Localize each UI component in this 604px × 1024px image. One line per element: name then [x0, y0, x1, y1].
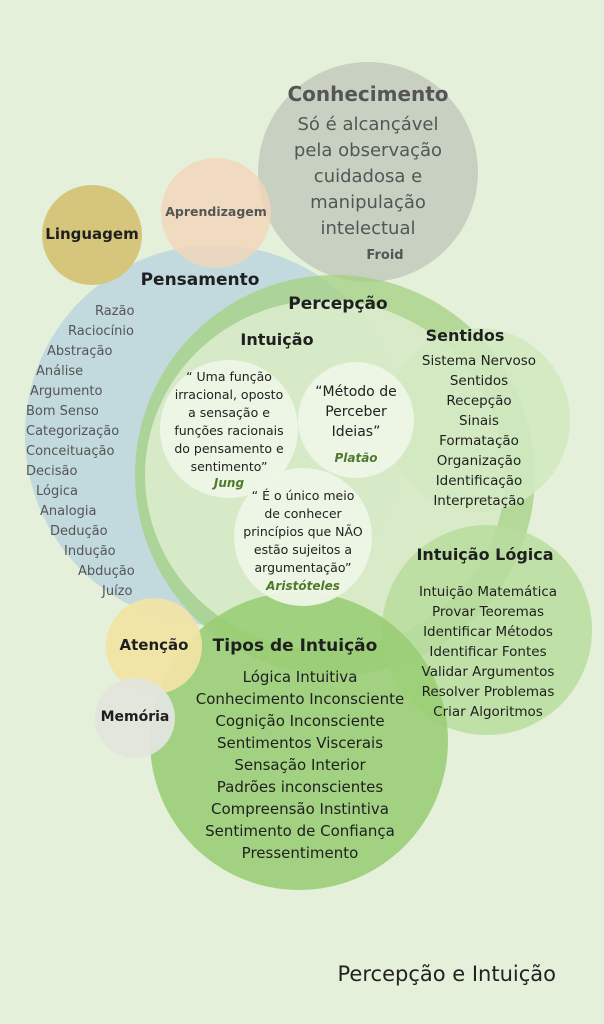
sentidos-list: Sistema Nervoso Sentidos Recepção Sinais… [404, 351, 554, 511]
atencao-circle [106, 598, 202, 694]
intuicao-logica-item: Provar Teoremas [431, 604, 545, 620]
pensamento-item: Bom Senso [26, 404, 99, 419]
quote-aristoteles: “ É o único meio de conhecer princípios … [234, 487, 372, 595]
quote-line: funções racionais [174, 423, 284, 438]
pensamento-item: Indução [64, 544, 116, 559]
pensamento-list: Razão Raciocínio Abstração Análise Argum… [0, 302, 135, 602]
memoria-circle [95, 678, 175, 758]
sentidos-item: Identificação [435, 473, 523, 489]
quote-line: estão sujeitos a [253, 542, 353, 557]
sentidos-item: Sentidos [449, 373, 509, 389]
tipos-item: Sentimento de Confiança [205, 822, 395, 840]
pensamento-item: Argumento [30, 384, 103, 399]
diagram-title: Percepção e Intuição [337, 962, 556, 986]
tipos-item: Padrões inconscientes [216, 778, 384, 796]
aprendizagem-circle [161, 158, 271, 268]
quote-line: sentimento” [190, 459, 268, 474]
quote-line: “ Uma função [186, 369, 272, 384]
quote-line: irracional, oposto [174, 387, 284, 402]
intuicao-logica-list: Intuição Matemática Provar Teoremas Iden… [403, 582, 573, 722]
pensamento-item: Análise [36, 364, 84, 379]
pensamento-item: Lógica [36, 484, 78, 499]
quote-line: argumentação” [254, 560, 352, 575]
intuicao-logica-item: Identificar Métodos [423, 624, 553, 640]
quote-author: Aristóteles [266, 579, 340, 593]
sentidos-item: Organização [436, 453, 522, 469]
tipos-item: Sensação Interior [234, 756, 366, 774]
sentidos-item: Recepção [446, 393, 512, 409]
atencao-label: Atenção [119, 636, 189, 654]
quote-line: Ideias” [331, 424, 381, 440]
tipos-item: Conhecimento Inconsciente [195, 690, 405, 708]
intuicao-title: Intuição [240, 330, 314, 349]
text-line: cuidadosa e [313, 166, 423, 187]
intuicao-logica-title: Intuição Lógica [416, 545, 554, 564]
pensamento-item: Dedução [50, 524, 108, 539]
pensamento-item: Conceituação [26, 444, 115, 459]
quote-line: princípios que NÃO [243, 524, 363, 539]
intuicao-logica-item: Resolver Problemas [421, 684, 555, 700]
tipos-title: Tipos de Intuição [212, 636, 378, 656]
sentidos-item: Sinais [459, 413, 499, 429]
conhecimento-author: Froid [366, 248, 404, 263]
text-line: Só é alcançável [297, 114, 439, 135]
sentidos-item: Interpretação [433, 493, 525, 509]
quote-platao: “Método de Perceber Ideias” Platão [298, 382, 414, 468]
quote-line: “ É o único meio [251, 488, 355, 503]
quote-line: do pensamento e [174, 441, 284, 456]
tipos-item: Sentimentos Viscerais [216, 734, 384, 752]
percepcao-title: Percepção [288, 294, 388, 314]
quote-line: Perceber [325, 404, 387, 420]
quote-author: Jung [213, 476, 245, 490]
pensamento-item: Abdução [78, 564, 135, 579]
intuicao-logica-item: Identificar Fontes [429, 644, 547, 660]
text-line: manipulação [310, 192, 426, 213]
pensamento-item: Abstração [47, 344, 113, 359]
intuicao-logica-item: Criar Algoritmos [433, 704, 543, 720]
quote-author: Platão [334, 451, 378, 465]
pensamento-item: Raciocínio [68, 324, 134, 339]
pensamento-item: Analogia [40, 504, 97, 519]
conhecimento-title: Conhecimento [287, 82, 449, 106]
tipos-item: Lógica Intuitiva [242, 668, 358, 686]
linguagem-circle [42, 185, 142, 285]
tipos-item: Cognição Inconsciente [215, 712, 385, 730]
sentidos-circle [386, 328, 570, 512]
quote-jung: “ Uma função irracional, oposto a sensaç… [160, 368, 298, 490]
pensamento-item: Razão [95, 304, 135, 319]
tipos-item: Compreensão Instintiva [211, 800, 389, 818]
sentidos-title: Sentidos [425, 326, 505, 345]
quote-line: a sensação e [188, 405, 270, 420]
aprendizagem-label: Aprendizagem [165, 204, 267, 219]
sentidos-item: Sistema Nervoso [421, 353, 537, 369]
quote-line: de conhecer [264, 506, 342, 521]
tipos-list: Lógica Intuitiva Conhecimento Inconscien… [180, 666, 420, 864]
tipos-item: Pressentimento [241, 844, 359, 862]
pensamento-title: Pensamento [140, 270, 260, 290]
pensamento-item: Juízo [102, 584, 133, 599]
pensamento-item: Categorização [26, 424, 120, 439]
linguagem-label: Linguagem [45, 225, 139, 243]
intuicao-logica-item: Validar Argumentos [421, 664, 555, 680]
pensamento-item: Decisão [26, 464, 78, 479]
conhecimento-text: Só é alcançável pela observação cuidados… [268, 112, 468, 242]
sentidos-item: Formatação [439, 433, 519, 449]
text-line: intelectual [320, 218, 416, 239]
intuicao-logica-item: Intuição Matemática [418, 584, 558, 600]
conhecimento-circle [258, 62, 478, 282]
quote-aristoteles-circle [234, 468, 372, 606]
quote-platao-circle [298, 362, 414, 478]
quote-line: “Método de [315, 384, 397, 400]
memoria-label: Memória [100, 709, 170, 725]
text-line: pela observação [293, 140, 443, 161]
